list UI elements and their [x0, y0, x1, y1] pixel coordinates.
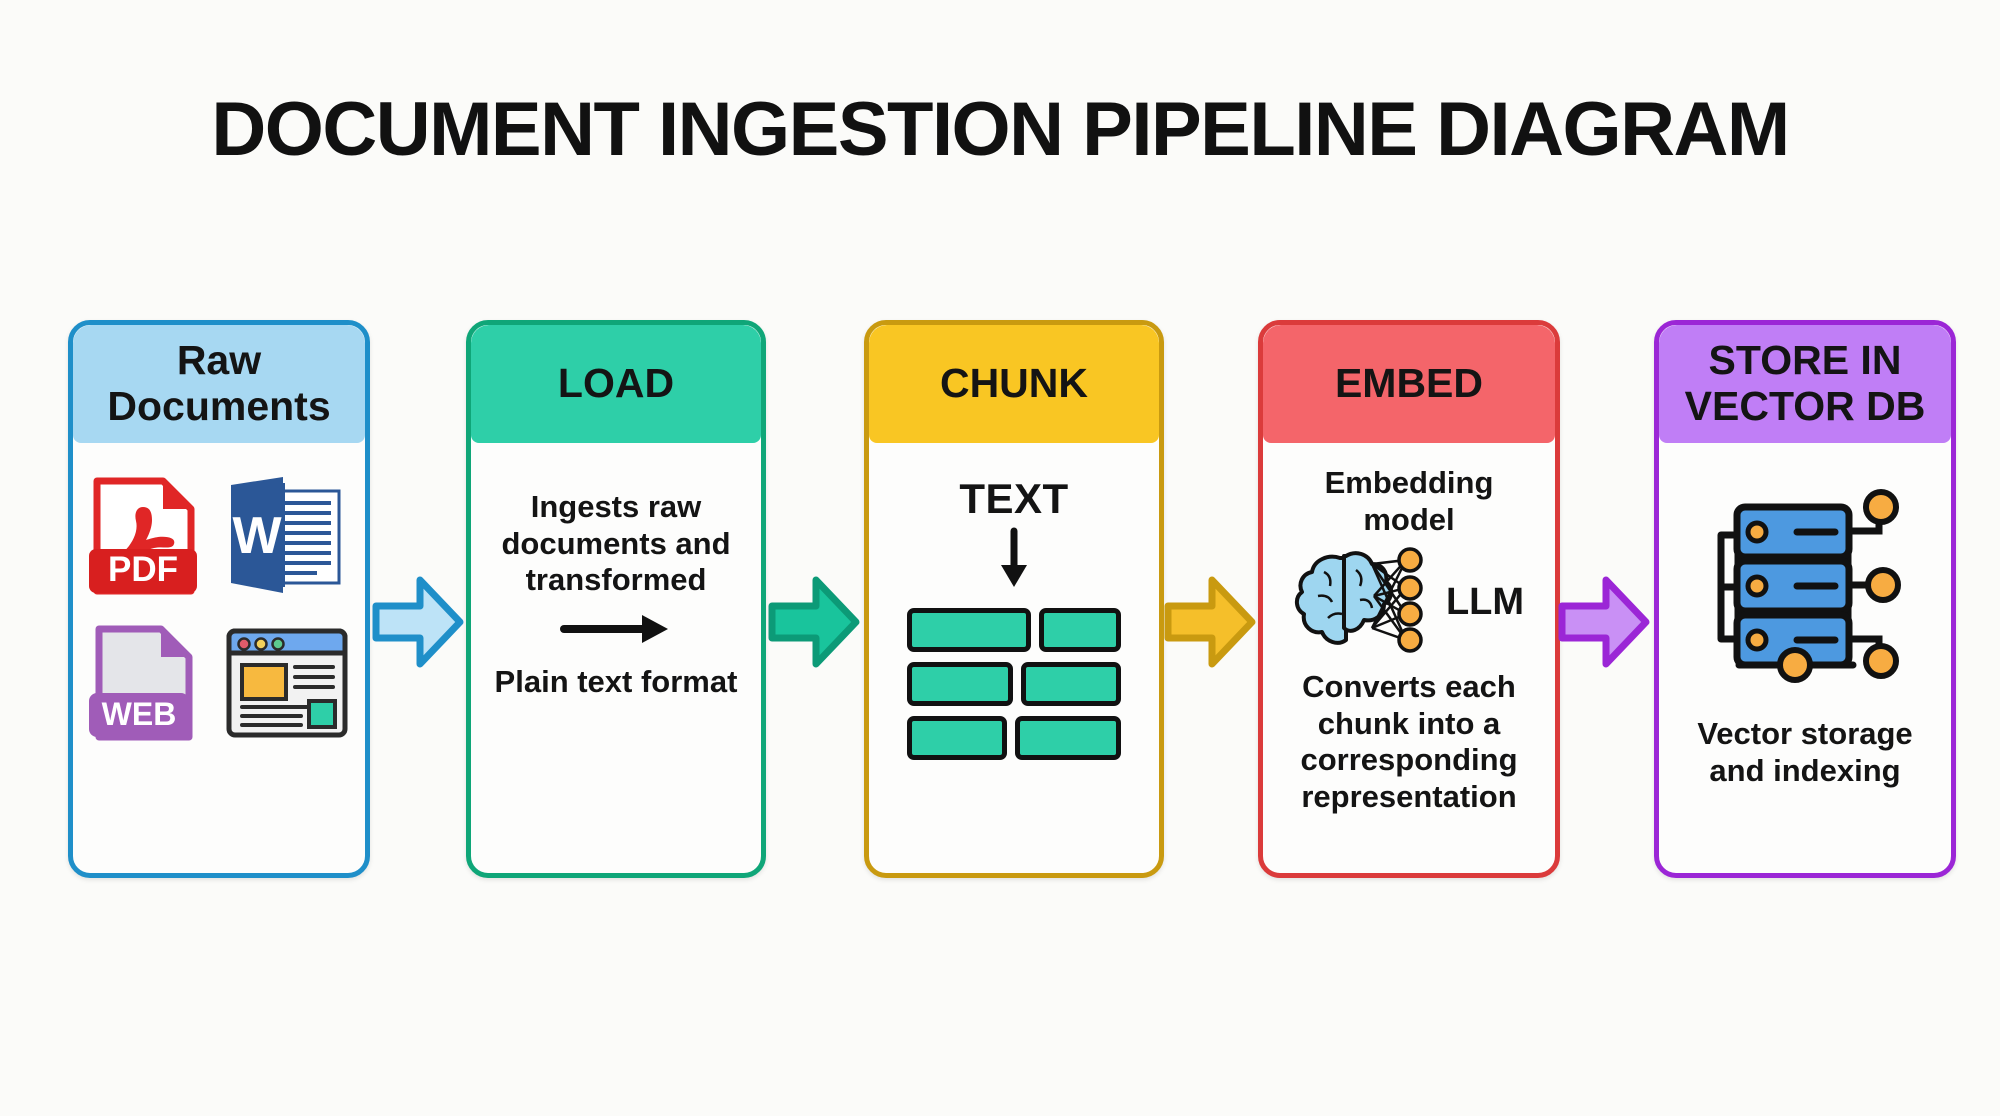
- panel-header-chunk: CHUNK: [869, 325, 1159, 443]
- document-type-icon-grid: PDF: [73, 465, 365, 785]
- panel-body-store-in-vector-db: Vector storage and indexing: [1659, 443, 1951, 867]
- llm-label: LLM: [1445, 581, 1525, 624]
- panel-header-raw-documents: Raw Documents: [73, 325, 365, 443]
- panel-body-raw-documents: PDF: [73, 443, 365, 867]
- flow-arrow-4: [1558, 572, 1650, 672]
- embed-llm-row: LLM: [1294, 544, 1524, 661]
- panel-header-embed: EMBED: [1263, 325, 1555, 443]
- down-arrow-icon: [994, 527, 1034, 596]
- panel-header-line-2: VECTOR DB: [1684, 383, 1926, 429]
- right-arrow-icon: [558, 609, 674, 654]
- flow-arrow-2: [768, 572, 860, 672]
- panel-header-line-2: Documents: [107, 383, 331, 429]
- panel-embed[interactable]: EMBED Embedding model: [1258, 320, 1560, 878]
- web-file-icon[interactable]: WEB: [85, 621, 207, 752]
- chunk-block: [1015, 716, 1121, 760]
- chunk-block: [907, 608, 1031, 652]
- chunk-block-grid: [907, 608, 1121, 760]
- panel-body-load: Ingests raw documents and transformed Pl…: [471, 443, 761, 867]
- browser-window-icon[interactable]: [225, 627, 349, 744]
- chunk-block: [1039, 608, 1121, 652]
- chunk-text-label: TEXT: [959, 475, 1069, 522]
- web-label: WEB: [102, 696, 177, 732]
- panel-chunk[interactable]: CHUNK TEXT: [864, 320, 1164, 878]
- store-description: Vector storage and indexing: [1697, 716, 1913, 788]
- load-description-bottom: Plain text format: [494, 663, 738, 699]
- database-server-stack-icon: [1695, 489, 1915, 690]
- word-document-icon[interactable]: W: [225, 469, 345, 604]
- chunk-block: [907, 662, 1013, 706]
- panel-load[interactable]: LOAD Ingests raw documents and transform…: [466, 320, 766, 878]
- panel-body-chunk: TEXT: [869, 443, 1159, 867]
- panel-body-embed: Embedding model: [1263, 443, 1555, 867]
- chunk-block: [907, 716, 1007, 760]
- embed-model-label: Embedding model: [1324, 465, 1494, 537]
- flow-arrow-1: [372, 572, 464, 672]
- panel-store-in-vector-db[interactable]: STORE IN VECTOR DB: [1654, 320, 1956, 878]
- panel-header-load: LOAD: [471, 325, 761, 443]
- word-letter: W: [232, 507, 282, 565]
- panel-header-store-in-vector-db: STORE IN VECTOR DB: [1659, 325, 1951, 443]
- pdf-file-icon[interactable]: PDF: [85, 473, 207, 606]
- panel-header-line-1: Raw: [176, 337, 262, 384]
- page-title: DOCUMENT INGESTION PIPELINE DIAGRAM: [211, 87, 1790, 172]
- load-description-top: Ingests raw documents and transformed: [501, 489, 731, 598]
- brain-neural-network-icon: [1294, 544, 1442, 661]
- panel-raw-documents[interactable]: Raw Documents PDF: [68, 320, 370, 878]
- flow-arrow-3: [1164, 572, 1256, 672]
- panel-header-line-1: STORE IN: [1708, 337, 1902, 384]
- chunk-block: [1021, 662, 1121, 706]
- pdf-label: PDF: [108, 550, 178, 589]
- embed-description: Converts each chunk into a corresponding…: [1300, 669, 1518, 814]
